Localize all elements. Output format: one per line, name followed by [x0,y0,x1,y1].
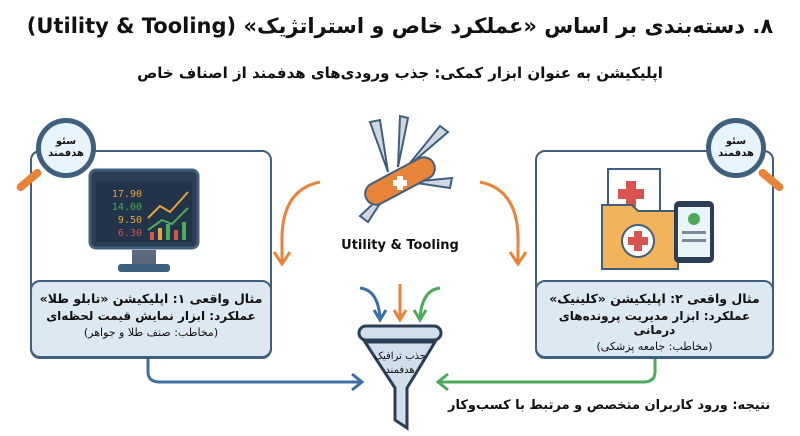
page-title: ۸. دسته‌بندی بر اساس «عملکرد خاص و استرا… [26,14,774,38]
example-audience: (مخاطب: جامعه پزشکی) [596,340,713,353]
example-caption-gold: مثال واقعی ۱: اپلیکیشن «تابلو طلا» عملکر… [30,280,272,358]
price-value: 6.30 [117,228,142,239]
example-function: عملکرد: ابزار نمایش قیمت لحظه‌ای [46,309,256,323]
price-value: 9.50 [117,215,142,226]
seo-label: هدفمند [48,148,84,159]
example-title: مثال واقعی ۲: اپلیکیشن «کلینیک» [549,291,760,306]
example-function: عملکرد: ابزار مدیریت پرونده‌های درمانی [558,309,751,337]
funnel-icon [357,324,443,431]
price-value: 17.90 [111,189,142,200]
seo-label: هدفمند [718,148,754,159]
price-value: 14.00 [111,202,142,213]
medical-folder-icon [601,168,714,270]
price-monitor-icon [88,168,200,272]
seo-label: سئو [725,136,747,147]
utility-tooling-label: Utility & Tooling [341,238,459,253]
example-caption-clinic: مثال واقعی ۲: اپلیکیشن «کلینیک» عملکرد: … [535,280,774,358]
seo-label: سئو [55,136,77,147]
funnel-label-line: جذب ترافیک [374,351,426,362]
example-title: مثال واقعی ۱: اپلیکیشن «تابلو طلا» [39,291,263,306]
swiss-knife-icon [358,114,454,224]
result-text: نتیجه: ورود کاربران متخصص و مرتبط با کسب… [448,398,771,413]
funnel-label-line: هدفمند [385,365,415,376]
subtitle: اپلیکیشن به عنوان ابزار کمکی: جذب ورودی‌… [137,64,663,82]
example-audience: (مخاطب: صنف طلا و جواهر) [83,326,219,339]
funnel-label: جذب ترافیک هدفمند [360,350,440,378]
